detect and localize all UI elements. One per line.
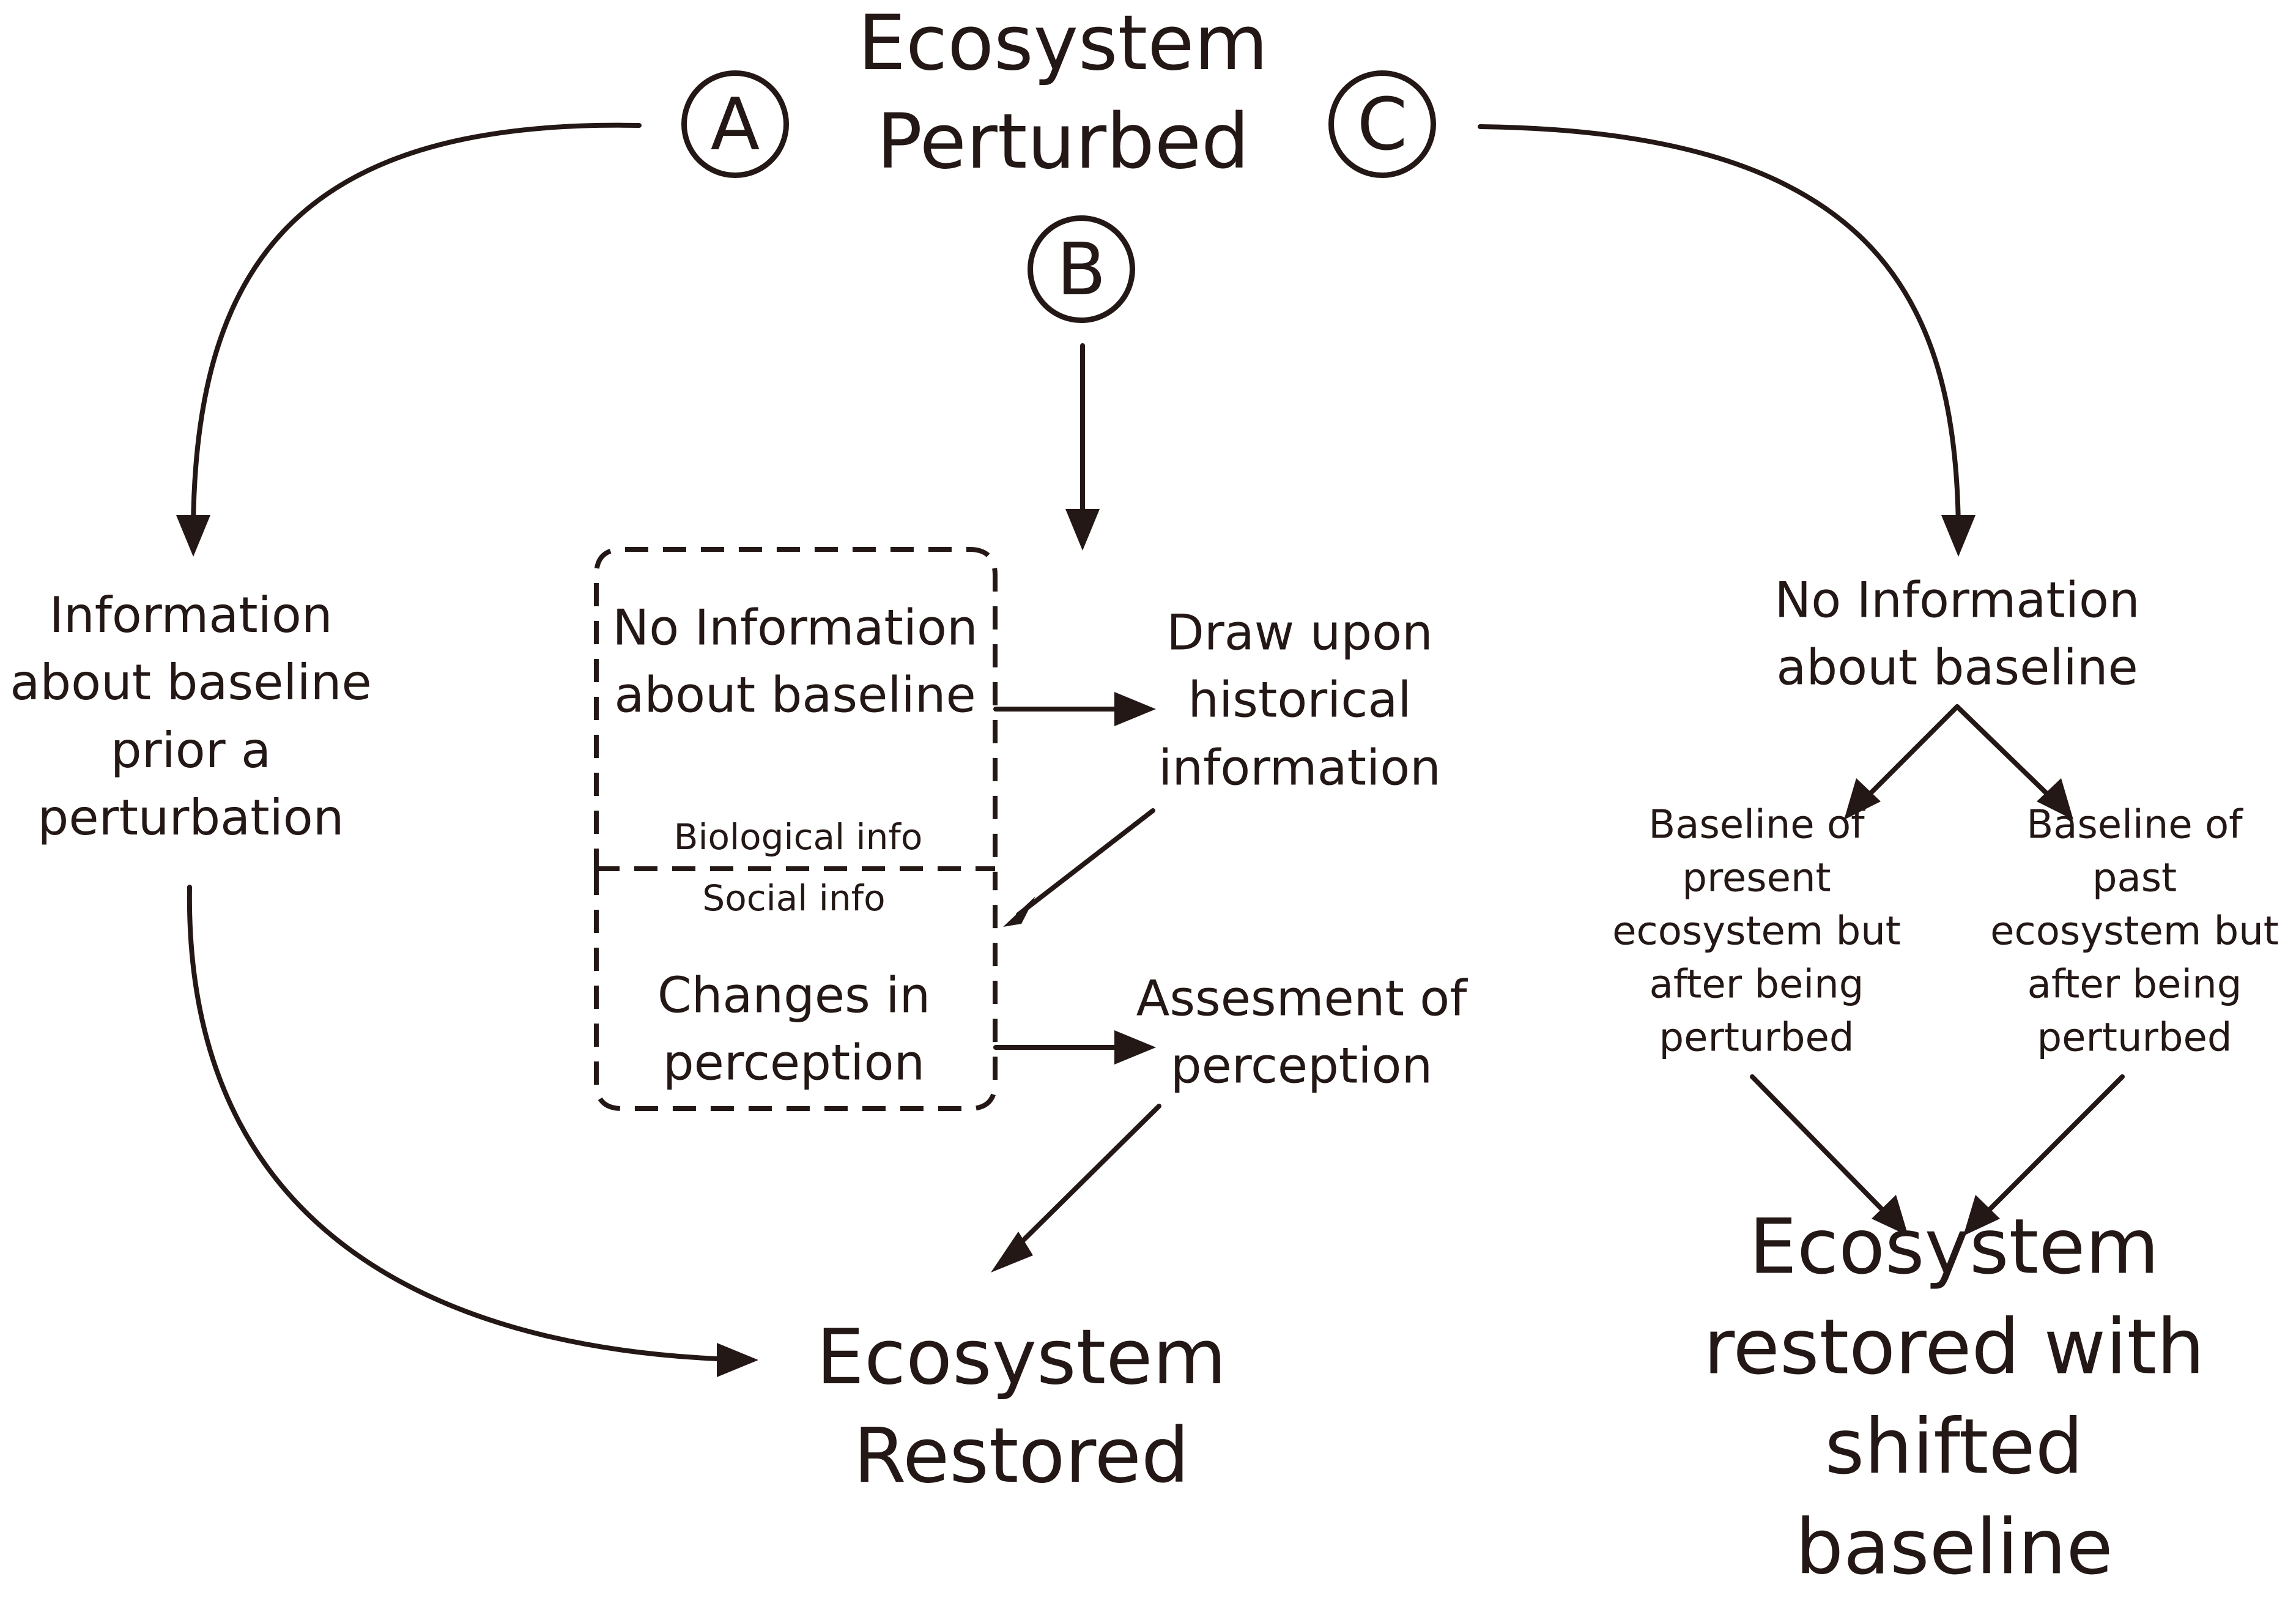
c-outcome-text: Ecosystem restored with shifted baseline	[1703, 1203, 2205, 1592]
arrowhead-a-info	[176, 515, 210, 557]
diagram: Ecosystem Perturbed A B C Information ab…	[10, 0, 2279, 1592]
c-past-text: Baseline of past ecosystem but after bei…	[1990, 802, 2279, 1061]
dashed-box-top	[594, 547, 998, 872]
label-b-circle: B	[1028, 215, 1135, 323]
b-box-bottom-text: Changes in perception	[657, 967, 931, 1091]
arrowhead-assessment-restored	[991, 1232, 1033, 1273]
label-a: A	[710, 82, 760, 166]
arrow-c-to-info	[1478, 124, 1961, 535]
b-social-info: Social info	[702, 877, 886, 919]
label-a-circle: A	[681, 70, 789, 178]
c-info-text: No Information about baseline	[1774, 571, 2140, 696]
arrow-historical-to-box	[1016, 808, 1155, 917]
arrow-a-to-restored	[187, 885, 736, 1362]
title-perturbed: Ecosystem Perturbed	[857, 0, 1268, 186]
arrowhead-a-restored	[717, 1343, 758, 1377]
arrowhead-b-down	[1065, 509, 1100, 551]
arrowhead-split-left	[1844, 778, 1881, 820]
arrow-c-split-right	[1955, 704, 2061, 807]
arrowhead-box-historical	[1114, 692, 1156, 726]
diagram-connectors	[176, 122, 2125, 1377]
restored-text: Ecosystem Restored	[816, 1313, 1227, 1500]
arrowhead-split-right	[2037, 778, 2073, 820]
c-present-text: Baseline of present ecosystem but after …	[1612, 802, 1901, 1061]
arrow-c-split-left	[1857, 704, 1960, 807]
arrow-a-to-info	[191, 122, 642, 529]
dashed-box-bottom	[594, 872, 998, 1111]
arrowhead-box-assessment	[1114, 1030, 1156, 1065]
arrowhead-historical-box	[1003, 896, 1035, 927]
b-box-top-text: No Information about baseline	[612, 599, 978, 724]
arrowhead-past-outcome	[1963, 1195, 2000, 1236]
arrow-present-to-outcome	[1750, 1074, 1895, 1223]
arrowhead-c-info	[1941, 515, 1976, 557]
b-historical-text: Draw upon historical information	[1158, 604, 1441, 797]
b-bio-info: Biological info	[673, 816, 923, 858]
arrow-assessment-to-restored	[1004, 1104, 1161, 1260]
arrowhead-present-outcome	[1872, 1195, 1908, 1236]
label-c-circle: C	[1328, 70, 1436, 178]
label-b: B	[1056, 227, 1106, 311]
label-c: C	[1357, 82, 1408, 166]
arrow-past-to-outcome	[1976, 1074, 2125, 1223]
a-info-text: Information about baseline prior a pertu…	[10, 587, 372, 847]
b-assessment-text: Assesment of perception	[1136, 970, 1467, 1094]
